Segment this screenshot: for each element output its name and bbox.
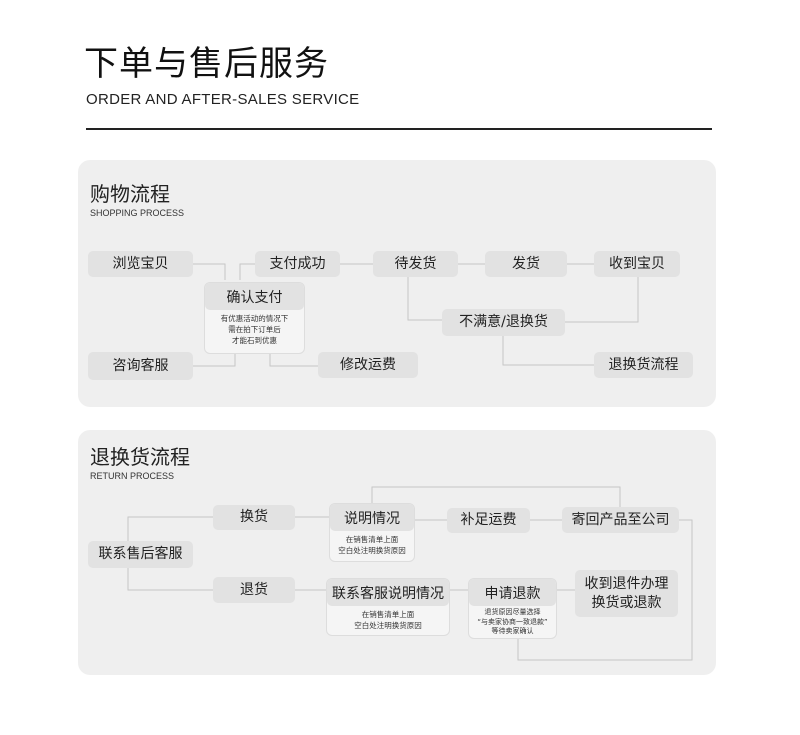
confirm-pay-note: 有优惠活动的情况下需在拍下订单后才能石到优惠: [220, 314, 289, 345]
step-return: 退货: [213, 577, 295, 603]
step-unsatisfied: 不满意/退换货: [442, 309, 565, 336]
step-add-fee: 补足运费: [447, 508, 530, 533]
confirm-pay-label: 确认支付: [205, 283, 304, 310]
step-received: 收到宝贝: [594, 251, 680, 277]
step-browse: 浏览宝贝: [88, 251, 193, 277]
step-await-ship: 待发货: [373, 251, 458, 277]
shopping-subtitle: SHOPPING PROCESS: [90, 208, 185, 218]
contact-explain-note: 在销售清单上面空白处注明换货原因: [354, 610, 422, 630]
step-confirm-pay: 确认支付 有优惠活动的情况下需在拍下订单后才能石到优惠: [204, 282, 305, 354]
step-return-flow: 退换货流程: [594, 352, 693, 378]
step-pay-success: 支付成功: [255, 251, 340, 277]
step-finish: 收到退件办理换货或退款: [575, 570, 678, 617]
divider: [86, 128, 712, 130]
step-explain: 说明情况 在销售清单上面空白处注明换货原因: [329, 503, 415, 562]
step-ship: 发货: [485, 251, 567, 277]
shopping-title: 购物流程: [90, 182, 170, 206]
step-contact: 联系售后客服: [88, 541, 193, 568]
step-modify-fee: 修改运费: [318, 352, 418, 378]
refund-note: 退货原因尽量选择“与卖家协商一致退款”等待卖家确认: [477, 608, 548, 635]
explain-note: 在销售清单上面空白处注明换货原因: [338, 535, 406, 555]
step-send-back: 寄回产品至公司: [562, 507, 679, 533]
step-consult: 咨询客服: [88, 352, 193, 380]
step-refund: 申请退款 退货原因尽量选择“与卖家协商一致退款”等待卖家确认: [468, 578, 557, 639]
page-title: 下单与售后服务: [84, 44, 329, 84]
step-exchange: 换货: [213, 505, 295, 530]
return-title: 退换货流程: [90, 445, 190, 469]
explain-label: 说明情况: [330, 504, 414, 531]
page-subtitle: ORDER AND AFTER-SALES SERVICE: [86, 91, 360, 108]
return-subtitle: RETURN PROCESS: [90, 471, 175, 481]
contact-explain-label: 联系客服说明情况: [327, 579, 449, 606]
step-contact-explain: 联系客服说明情况 在销售清单上面空白处注明换货原因: [326, 578, 450, 636]
refund-label: 申请退款: [469, 579, 556, 606]
